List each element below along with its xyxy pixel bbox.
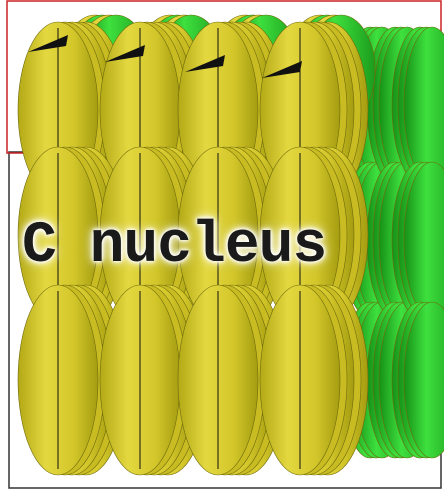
nucleus-label: C nucleus <box>22 218 326 276</box>
